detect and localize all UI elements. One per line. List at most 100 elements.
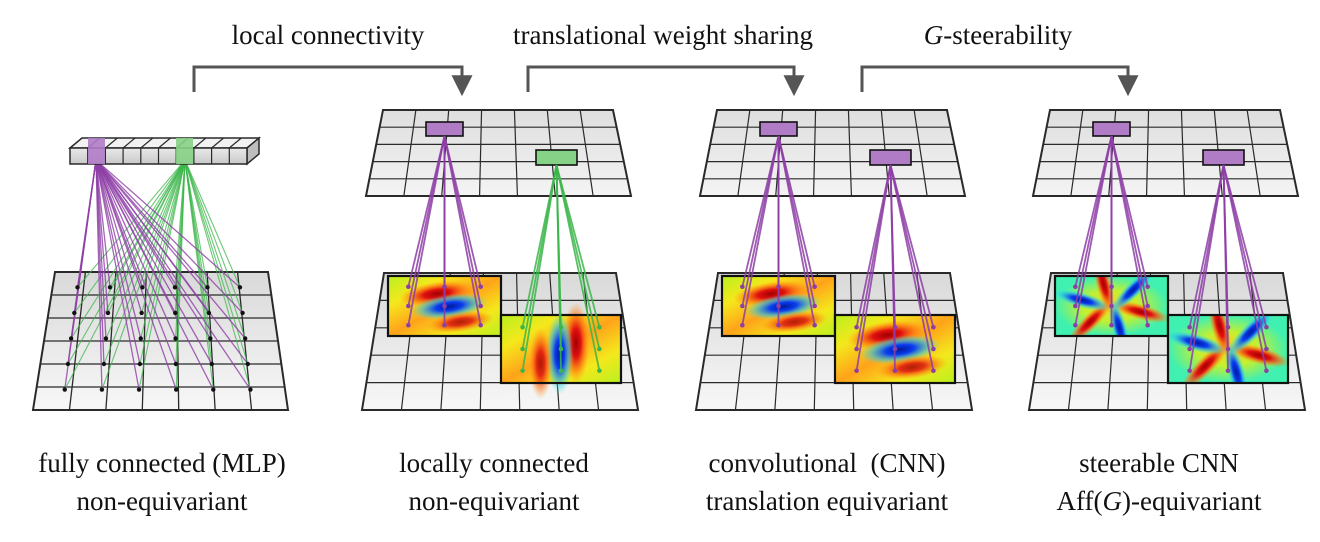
panel-steer-fan-left-node [1145, 303, 1150, 309]
mlp-bar-cell-top-divider [140, 137, 154, 149]
panel-local-output-grid-vline [513, 109, 519, 197]
panel-conv-fan-right-node [931, 346, 936, 352]
panel-local-fan-right-line [555, 164, 601, 371]
caption-mlp-line1: fully connected (MLP) [38, 448, 285, 478]
panel-steer-fan-left-node [1073, 284, 1078, 290]
header-local-text: local connectivity [232, 20, 425, 50]
panel-local-output-grid-vline [579, 109, 594, 197]
panel-local-fan-right-node [520, 368, 525, 374]
panel-steer-output-grid-vline [1180, 109, 1186, 197]
mlp-green-connection [184, 159, 251, 390]
mlp-purple-connection [95, 159, 177, 365]
panel-conv-fan-right-line [889, 164, 896, 371]
panel-steer-fan-left-node [1145, 284, 1150, 290]
panel-conv-fan-right-node [854, 368, 859, 374]
panel-steer-output-cell-left [1092, 121, 1131, 137]
mlp-input-node [211, 387, 216, 392]
panel-steer-kernel-left-petals [1055, 276, 1168, 336]
panel-local-output-grid [364, 109, 633, 197]
mlp-green-connection [184, 159, 244, 314]
mlp-green-connection [105, 159, 186, 339]
mlp-input-node [242, 336, 248, 341]
panel-conv-output-cell-left [759, 121, 798, 137]
mlp-input-node [107, 285, 113, 290]
panel-conv-fan-right-node [854, 346, 859, 352]
mlp-purple-connection [95, 159, 177, 390]
mlp-green-connection [139, 159, 186, 365]
mlp-green-neuron [176, 138, 193, 164]
mlp-input-node [136, 387, 142, 392]
panel-conv-fan-left-line [777, 135, 816, 326]
caption-local-line1: locally connected [399, 448, 589, 478]
panel-steer-fan-left-node [1145, 322, 1150, 328]
bracket-arrow-steer [860, 65, 1139, 97]
panel-conv-output-grid-vline [737, 109, 751, 197]
mlp-purple-connection [95, 159, 244, 314]
panel-conv-fan-left-node [812, 322, 817, 328]
mlp-input-node [245, 361, 251, 367]
panel-steer-fan-right-node [1264, 368, 1269, 374]
panel-steer-fan-right-node [1264, 346, 1269, 352]
panel-conv-fan-right-node [892, 346, 898, 352]
mlp-output-bar [67, 136, 262, 166]
mlp-green-connection [77, 159, 186, 288]
panel-local-fan-left-line [443, 135, 482, 326]
panel-steer-output-grid-vline [1145, 109, 1150, 197]
mlp-green-connection [184, 159, 246, 339]
mlp-purple-connection [95, 159, 251, 390]
panel-conv-output-grid [698, 109, 967, 197]
panel-conv-output-grid-vline [812, 109, 817, 197]
panel-steer-fan-right-node [1187, 324, 1192, 330]
panel-local-fan-right-node [597, 324, 602, 330]
panel-steer-kernel-right-petal [1224, 341, 1249, 383]
panel-local-fan-right-node [597, 346, 602, 352]
panel-steer-kernel-right-petal [1207, 315, 1232, 357]
mlp-green-connection [138, 159, 186, 390]
mlp-green-connection [184, 159, 214, 390]
panel-steer-fan-right-line [1222, 164, 1229, 371]
panel-local-fan-left-node [442, 284, 447, 290]
panel-steer-kernel-left-petal [1055, 289, 1112, 311]
panel-steer-output-grid-vline [1246, 109, 1261, 197]
panel-local-fan-right-node [597, 368, 602, 374]
caption-convolutional: convolutional (CNN) translation equivari… [706, 448, 949, 516]
header-translational-weight-sharing: translational weight sharing [513, 20, 813, 97]
caption-mlp: fully connected (MLP) non-equivariant [38, 448, 285, 516]
mlp-input-node [172, 285, 178, 290]
panel-steer-fan-left-line [1074, 135, 1113, 326]
panel-conv-fan-left-node [776, 284, 781, 290]
mlp-purple-connection [95, 159, 103, 390]
panel-conv-fan-left [740, 135, 817, 328]
panel-steer-fan-left-node [1109, 322, 1114, 328]
panel-conv-fan-left-node [776, 322, 781, 328]
panel-convolutional [694, 109, 974, 411]
panel-conv-fan-left-node [740, 303, 745, 309]
panel-steer-fan-left-node [1073, 303, 1078, 309]
panel-conv-fan-left-line [741, 135, 780, 326]
mlp-bar-cell-top-divider [158, 137, 171, 149]
header-sharing-text: translational weight sharing [513, 20, 813, 50]
panel-steer-kernel-left-petal [1110, 276, 1156, 313]
caption-conv-line1: convolutional (CNN) [709, 448, 946, 478]
header-steer-rest: -steerability [943, 20, 1072, 50]
panel-local-output-cell-left [425, 121, 464, 137]
panel-steer-kernel-left-petal [1108, 298, 1131, 336]
panel-steer-fan-right-line [1222, 164, 1268, 371]
panel-steer-output-cell-right [1202, 149, 1245, 166]
mlp-input-node [173, 310, 178, 316]
mlp-bar-cell-top-divider [122, 137, 136, 149]
panel-local-kernel-right-blue-lobe [546, 313, 574, 395]
mlp-input-node [208, 336, 213, 341]
mlp-input-node [140, 285, 145, 290]
panel-local-fan-left-node [478, 322, 483, 328]
panel-conv-fan-right-line [889, 164, 935, 371]
mlp-bar-cell-top-divider [193, 137, 207, 149]
mlp-input-node [206, 310, 212, 316]
mlp-green-connection [101, 159, 186, 390]
caption-mlp-line2: non-equivariant [77, 486, 248, 516]
mlp-purple-connection [95, 159, 143, 314]
panel-local-fan-left-node [442, 303, 447, 309]
panel-local-fan-left [406, 135, 483, 328]
panel-conv-fan-left-node [812, 284, 817, 290]
